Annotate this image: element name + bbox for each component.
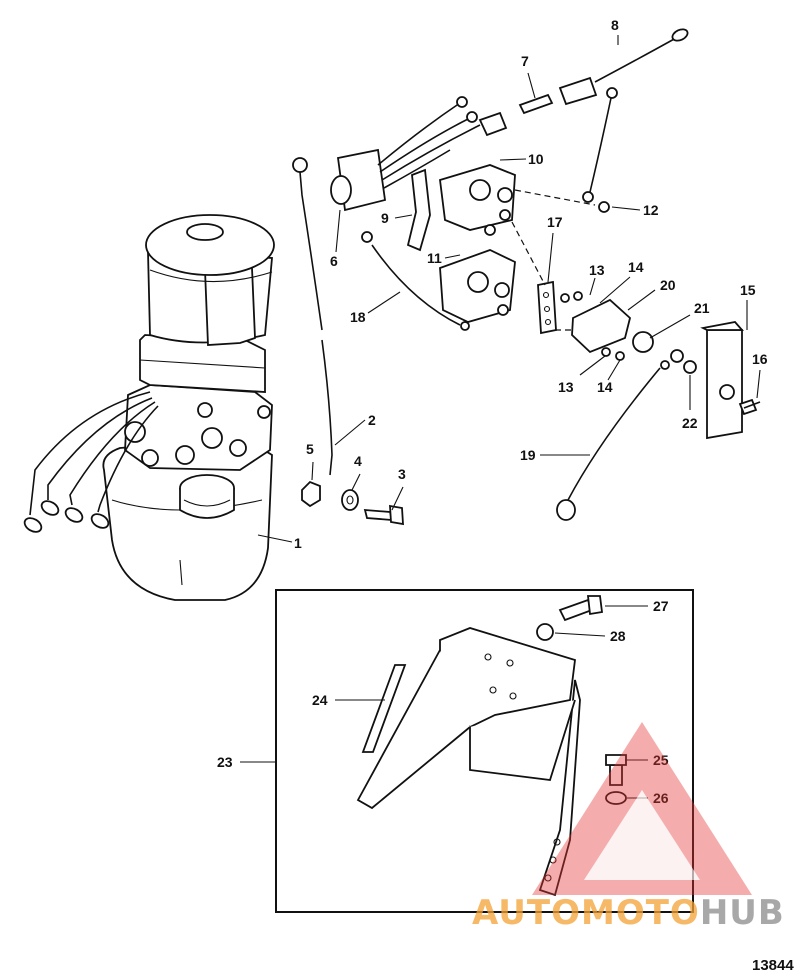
watermark-logo: AUTOMOTOHUB xyxy=(472,722,785,933)
callout-12: 12 xyxy=(643,202,659,218)
callout-16: 16 xyxy=(752,351,768,367)
callout-23: 23 xyxy=(217,754,233,770)
callout-8: 8 xyxy=(611,17,619,33)
callout-24: 24 xyxy=(312,692,328,708)
inset-bracket-kit xyxy=(275,589,694,913)
callout-5: 5 xyxy=(306,441,314,457)
watermark-text: AUTOMOTOHUB xyxy=(472,893,785,933)
callout-21: 21 xyxy=(694,300,710,316)
callout-1: 1 xyxy=(294,535,302,551)
callout-6: 6 xyxy=(330,253,338,269)
callout-13-bottom: 13 xyxy=(558,379,574,395)
callout-26: 26 xyxy=(653,790,669,806)
callout-4: 4 xyxy=(354,453,362,469)
callout-25: 25 xyxy=(653,752,669,768)
callout-19: 19 xyxy=(520,447,536,463)
callout-28: 28 xyxy=(610,628,626,644)
callout-2: 2 xyxy=(368,412,376,428)
callout-labels: 1 2 3 4 5 6 7 8 9 10 11 12 13 14 15 16 1… xyxy=(217,17,768,806)
callout-3: 3 xyxy=(398,466,406,482)
callout-9: 9 xyxy=(381,210,389,226)
callout-22: 22 xyxy=(682,415,698,431)
callout-15: 15 xyxy=(740,282,756,298)
cables xyxy=(292,28,689,521)
callout-27: 27 xyxy=(653,598,669,614)
callout-10: 10 xyxy=(528,151,544,167)
callout-14-top: 14 xyxy=(628,259,644,275)
mounting-hardware xyxy=(301,480,404,526)
callout-11: 11 xyxy=(427,250,442,266)
callout-17: 17 xyxy=(547,214,563,230)
leader-lines xyxy=(240,35,761,799)
reference-number: 13844 xyxy=(752,957,794,974)
callout-20: 20 xyxy=(660,277,676,293)
solenoids xyxy=(406,164,761,440)
callout-7: 7 xyxy=(521,53,529,69)
pump-motor-assembly xyxy=(23,214,275,601)
callout-18: 18 xyxy=(350,309,366,325)
callout-13-top: 13 xyxy=(589,262,605,278)
callout-14-bottom: 14 xyxy=(597,379,613,395)
